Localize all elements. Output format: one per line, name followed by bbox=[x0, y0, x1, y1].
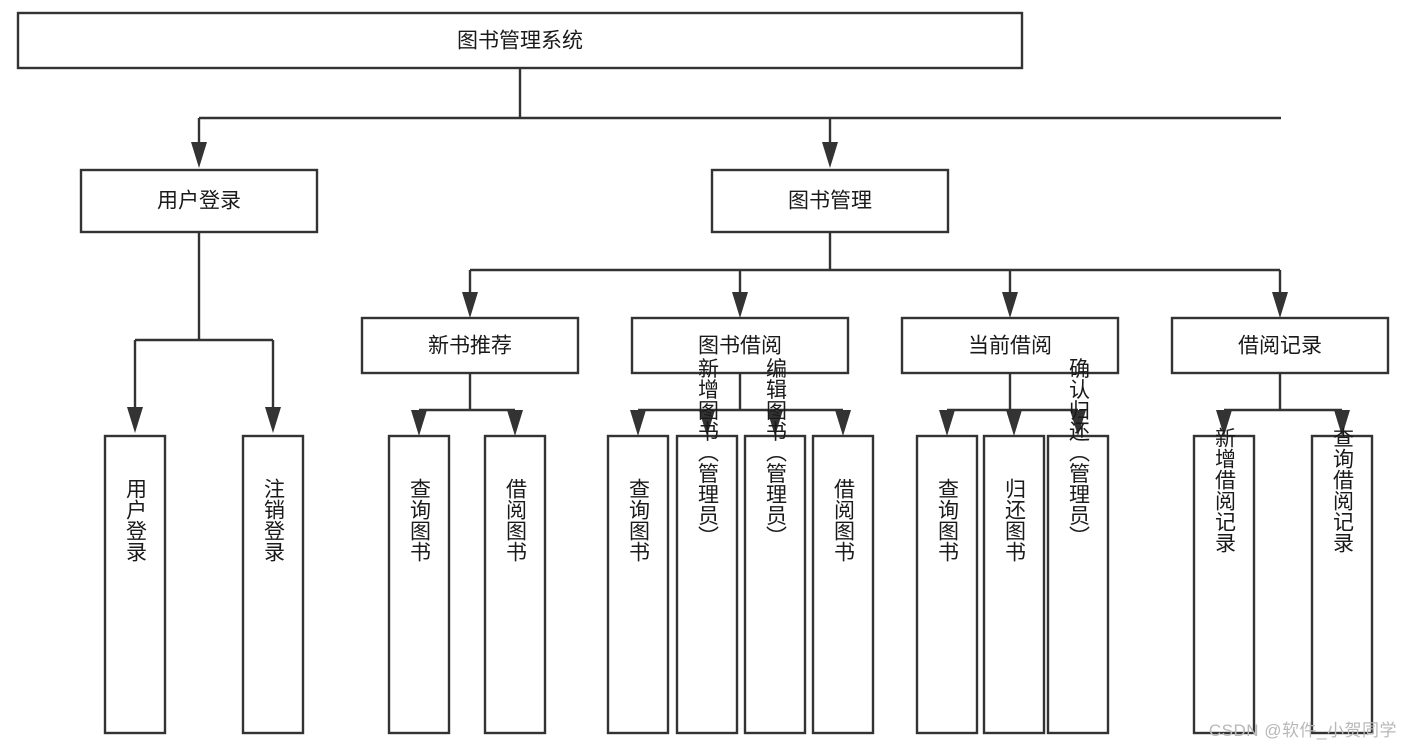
connector-bookmgmt-to-level3 bbox=[462, 232, 1288, 318]
connector-records-to-leaves bbox=[1216, 373, 1350, 436]
node-root[interactable]: 图书管理系统 bbox=[16, 11, 1024, 70]
node-new-book-recommend[interactable]: 新书推荐 bbox=[360, 316, 580, 375]
node-book-management[interactable]: 图书管理 bbox=[710, 168, 950, 234]
node-current-borrow-label: 当前借阅 bbox=[968, 335, 1052, 358]
leaf-new-book-borrow[interactable]: 借阅图书 bbox=[483, 434, 547, 735]
leaf-user-login-signin[interactable]: 用户登录 bbox=[103, 434, 167, 735]
leaf-user-login-signout-label: 注销登录 bbox=[262, 478, 286, 562]
node-new-book-recommend-label: 新书推荐 bbox=[428, 335, 512, 358]
leaf-borrow-edit-label: 编辑图书（管理员） bbox=[764, 358, 788, 547]
leaf-borrow-query[interactable]: 查询图书 bbox=[606, 434, 670, 735]
leaf-borrow-query-label: 查询图书 bbox=[627, 478, 651, 562]
node-book-management-label: 图书管理 bbox=[788, 190, 872, 213]
node-current-borrow[interactable]: 当前借阅 bbox=[900, 316, 1120, 375]
node-book-borrow[interactable]: 图书借阅 bbox=[630, 316, 850, 375]
node-user-login-label: 用户登录 bbox=[157, 190, 241, 213]
leaf-current-confirm-return-label: 确认归还（管理员） bbox=[1067, 358, 1091, 547]
leaf-records-query[interactable]: 查询借阅记录 bbox=[1310, 427, 1374, 735]
leaf-borrow-lend[interactable]: 借阅图书 bbox=[811, 434, 875, 735]
connector-current-to-leaves bbox=[939, 373, 1086, 436]
leaf-user-login-signout[interactable]: 注销登录 bbox=[241, 434, 305, 735]
node-borrow-records-label: 借阅记录 bbox=[1238, 335, 1322, 358]
leaf-new-book-borrow-label: 借阅图书 bbox=[504, 478, 528, 562]
node-root-label: 图书管理系统 bbox=[457, 30, 583, 53]
leaf-current-confirm-return[interactable]: 确认归还（管理员） bbox=[1046, 358, 1110, 735]
leaf-current-return-label: 归还图书 bbox=[1003, 478, 1027, 562]
connector-root-to-level2 bbox=[191, 68, 1281, 168]
connector-newbook-to-leaves bbox=[411, 373, 523, 436]
leaf-borrow-add[interactable]: 新增图书（管理员） bbox=[675, 358, 739, 735]
node-book-borrow-label: 图书借阅 bbox=[698, 335, 782, 358]
leaf-current-query[interactable]: 查询图书 bbox=[915, 434, 979, 735]
leaf-current-return[interactable]: 归还图书 bbox=[982, 434, 1046, 735]
connector-borrow-to-leaves bbox=[630, 373, 851, 436]
node-borrow-records[interactable]: 借阅记录 bbox=[1170, 316, 1390, 375]
leaf-new-book-query[interactable]: 查询图书 bbox=[387, 434, 451, 735]
leaf-records-query-label: 查询借阅记录 bbox=[1331, 427, 1355, 553]
leaf-records-add[interactable]: 新增借阅记录 bbox=[1192, 427, 1256, 735]
leaf-records-add-label: 新增借阅记录 bbox=[1213, 427, 1237, 553]
node-user-login[interactable]: 用户登录 bbox=[79, 168, 319, 234]
leaf-borrow-edit[interactable]: 编辑图书（管理员） bbox=[743, 358, 807, 735]
connector-userlogin-to-leaves bbox=[127, 232, 281, 433]
leaf-current-query-label: 查询图书 bbox=[936, 478, 960, 562]
leaf-borrow-add-label: 新增图书（管理员） bbox=[696, 358, 720, 547]
leaf-user-login-signin-label: 用户登录 bbox=[124, 478, 148, 562]
leaf-new-book-query-label: 查询图书 bbox=[408, 478, 432, 562]
leaf-borrow-lend-label: 借阅图书 bbox=[832, 478, 856, 562]
